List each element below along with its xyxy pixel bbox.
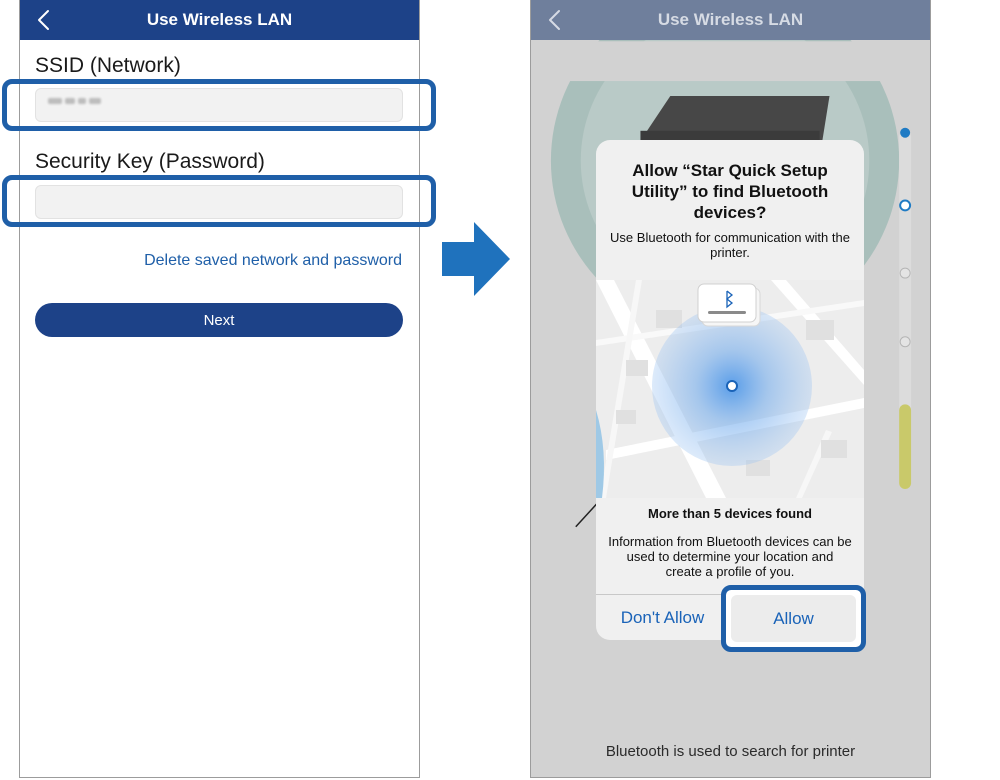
bottom-caption: Bluetooth is used to search for printer [605, 743, 856, 760]
security-key-label: Security Key (Password) [35, 150, 265, 173]
ssid-blurred-value [48, 97, 101, 105]
nav-title: Use Wireless LAN [146, 10, 293, 29]
dont-allow-button[interactable]: Don't Allow [620, 608, 705, 627]
devices-found-description: Information from Bluetooth devices can b… [608, 534, 852, 579]
allow-button[interactable]: Allow [731, 595, 856, 642]
alert-message: Use Bluetooth for communication with the… [610, 230, 850, 260]
chevron-left-icon[interactable] [34, 8, 56, 32]
wireless-lan-screen: Use Wireless LAN SSID (Network) Security… [19, 0, 420, 778]
security-key-field[interactable] [35, 185, 403, 219]
navigation-bar: Use Wireless LAN [20, 0, 419, 40]
alert-title: Allow “Star Quick Setup Utility” to find… [631, 161, 829, 222]
bluetooth-icon [725, 290, 734, 309]
allow-button-highlight: Allow [721, 585, 866, 652]
bluetooth-permission-alert: Allow “Star Quick Setup Utility” to find… [596, 140, 864, 640]
chevron-left-icon[interactable] [545, 8, 567, 32]
delete-saved-network-link[interactable]: Delete saved network and password [144, 252, 402, 269]
ssid-field[interactable] [35, 88, 403, 122]
navigation-bar: Use Wireless LAN [531, 0, 930, 40]
next-button[interactable]: Next [35, 303, 403, 337]
devices-found-title: More than 5 devices found [648, 506, 812, 521]
nav-title: Use Wireless LAN [657, 10, 804, 29]
ssid-label: SSID (Network) [35, 54, 181, 77]
bluetooth-map-illustration [596, 280, 864, 498]
bluetooth-permission-screen: Use Wireless LAN Allow “Star Quick Setup… [530, 0, 931, 778]
arrow-right-icon [442, 222, 510, 296]
